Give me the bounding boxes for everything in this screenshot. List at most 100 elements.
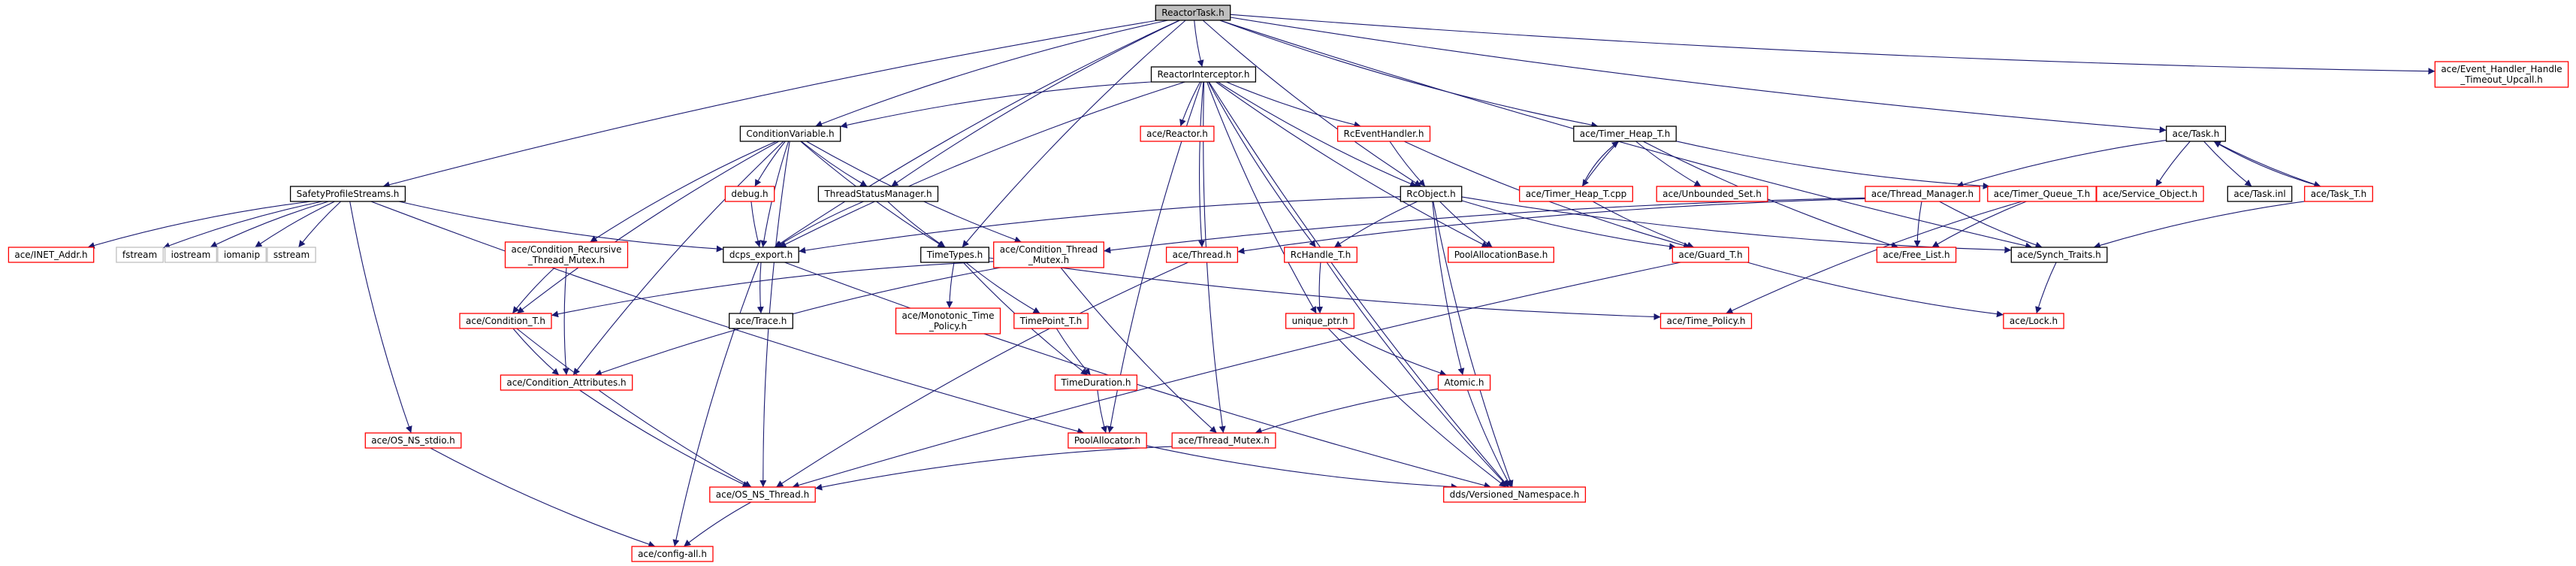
edge-reactor_task-to-synch_traits	[1219, 20, 2033, 250]
node-sstream: sstream	[267, 247, 316, 263]
node-rc-handle-t[interactable]: RcHandle_T.h	[1284, 247, 1357, 263]
node-label: dcps_export.h	[729, 250, 793, 260]
node-timer-heap-t-cpp[interactable]: ace/Timer_Heap_T.cpp	[1519, 186, 1633, 202]
node-dcps-export[interactable]: dcps_export.h	[723, 247, 799, 263]
node-label: ace/OS_NS_stdio.h	[371, 435, 455, 446]
node-task-t[interactable]: ace/Task_T.h	[2304, 186, 2373, 202]
node-label: ace/Task.inl	[2233, 189, 2285, 199]
edge-atomic_h-to-versioned_namespace	[1466, 389, 1511, 488]
node-timepoint-t[interactable]: TimePoint_T.h	[1013, 313, 1089, 329]
node-label: sstream	[273, 250, 310, 260]
node-condition-t[interactable]: ace/Condition_T.h	[459, 313, 552, 329]
node-unbounded-set[interactable]: ace/Unbounded_Set.h	[1656, 186, 1768, 202]
node-safety-profile-streams[interactable]: SafetyProfileStreams.h	[289, 186, 406, 202]
node-thread-mutex[interactable]: ace/Thread_Mutex.h	[1171, 432, 1276, 449]
edge-condition_thread_mutex-to-condition_attributes	[594, 267, 1001, 377]
node-label: ace/Trace.h	[735, 316, 787, 326]
node-ace-trace[interactable]: ace/Trace.h	[729, 313, 793, 329]
node-box	[267, 247, 316, 263]
edge-reactor_interceptor-to-ace_reactor	[1179, 81, 1201, 127]
node-reactor-interceptor[interactable]: ReactorInterceptor.h	[1150, 66, 1257, 83]
edge-rc_event_handler-to-rc_object	[1389, 141, 1426, 187]
edge-os_ns_thread-to-config_all	[683, 501, 752, 547]
edge-rc_handle_t-to-unique_ptr	[1316, 262, 1323, 314]
node-os-ns-stdio[interactable]: ace/OS_NS_stdio.h	[364, 432, 462, 449]
edge-timer_heap_t-to-unbounded_set	[1635, 141, 1702, 187]
edge-os_ns_stdio-to-config_all	[430, 447, 656, 548]
node-os-ns-thread[interactable]: ace/OS_NS_Thread.h	[709, 486, 816, 503]
node-config-all[interactable]: ace/config-all.h	[631, 546, 714, 562]
node-ace-thread[interactable]: ace/Thread.h	[1165, 247, 1239, 263]
node-condition-variable[interactable]: ConditionVariable.h	[739, 126, 841, 142]
node-condition-attributes[interactable]: ace/Condition_Attributes.h	[500, 374, 633, 391]
node-guard-t[interactable]: ace/Guard_T.h	[1672, 247, 1750, 263]
node-versioned-namespace[interactable]: dds/Versioned_Namespace.h	[1443, 486, 1587, 503]
node-thread-manager[interactable]: ace/Thread_Manager.h	[1865, 186, 1980, 202]
edge-reactor_task-to-rc_object	[1202, 20, 1422, 187]
node-box	[1155, 5, 1231, 21]
node-label: ReactorTask.h	[1161, 8, 1224, 18]
node-box	[8, 247, 95, 263]
node-box	[1054, 374, 1138, 391]
node-ace-reactor[interactable]: ace/Reactor.h	[1140, 126, 1215, 142]
node-rc-object[interactable]: RcObject.h	[1400, 186, 1463, 202]
edge-safety_profile_streams-to-os_ns_stdio	[349, 201, 412, 434]
edge-condition_variable-to-debug_h	[754, 141, 786, 187]
node-pool-allocator[interactable]: PoolAllocator.h	[1068, 432, 1147, 449]
node-box	[1437, 374, 1491, 391]
edge-reactor_interceptor-to-unique_ptr	[1206, 81, 1317, 314]
node-time-policy[interactable]: ace/Time_Policy.h	[1659, 313, 1753, 329]
node-ace-task[interactable]: ace/Task.h	[2166, 126, 2227, 142]
node-free-list[interactable]: ace/Free_List.h	[1876, 247, 1957, 263]
node-timer-heap-t[interactable]: ace/Timer_Heap_T.h	[1573, 126, 1677, 142]
node-debug-h[interactable]: debug.h	[724, 186, 775, 202]
edge-condition_variable-to-condition_recursive	[590, 141, 777, 243]
edge-rc_object-to-guard_t	[1461, 200, 1677, 250]
node-label: RcHandle_T.h	[1291, 250, 1351, 260]
edge-pool_allocator-to-versioned_namespace	[1146, 445, 1458, 491]
edge-rc_object-to-dcps_export	[799, 196, 1401, 254]
edge-dcps_export-to-ace_trace	[756, 262, 764, 314]
edge-rc_object-to-pool_allocation_base	[1439, 201, 1493, 248]
node-pool-allocation-base[interactable]: PoolAllocationBase.h	[1448, 247, 1554, 263]
node-condition-recursive[interactable]: ace/Condition_Recursive_Thread_Mutex.h	[504, 241, 629, 268]
edge-rc_object-to-synch_traits	[1461, 196, 2012, 254]
node-timer-queue-t[interactable]: ace/Timer_Queue_T.h	[1987, 186, 2097, 202]
node-monotonic-time-policy[interactable]: ace/Monotonic_Time_Policy.h	[895, 307, 1001, 334]
node-label: _Thread_Mutex.h	[527, 255, 605, 265]
edge-thread_status_manager-to-dcps_export	[775, 201, 864, 248]
node-box	[1013, 313, 1089, 329]
node-label: ConditionVariable.h	[746, 129, 834, 139]
edge-thread_mutex-to-os_ns_thread	[815, 446, 1173, 491]
node-time-duration[interactable]: TimeDuration.h	[1054, 374, 1138, 391]
edge-reactor_task-to-dcps_export	[774, 20, 1180, 248]
edge-timer_heap_t_cpp-to-guard_t	[1592, 201, 1695, 249]
node-event-handler-timeout[interactable]: ace/Event_Handler_Handle_Timeout_Upcall.…	[2434, 61, 2569, 88]
node-rc-event-handler[interactable]: RcEventHandler.h	[1336, 126, 1431, 142]
node-service-object[interactable]: ace/Service_Object.h	[2096, 186, 2204, 202]
node-label: _Policy.h	[929, 321, 967, 331]
node-synch-traits[interactable]: ace/Synch_Traits.h	[2010, 247, 2108, 263]
node-thread-status-manager[interactable]: ThreadStatusManager.h	[817, 186, 939, 202]
node-box	[1672, 247, 1750, 263]
edge-ace_task-to-task_t	[2213, 141, 2321, 188]
edge-task_t-to-synch_traits	[2093, 201, 2305, 249]
node-time-types[interactable]: TimeTypes.h	[920, 247, 989, 263]
edge-rc_object-to-versioned_namespace	[1433, 201, 1514, 488]
node-inet-addr[interactable]: ace/INET_Addr.h	[8, 247, 95, 263]
node-task-inl[interactable]: ace/Task.inl	[2227, 186, 2293, 202]
edge-reactor_interceptor-to-condition_variable	[840, 81, 1152, 129]
node-ace-lock[interactable]: ace/Lock.h	[2003, 313, 2064, 329]
edge-atomic_h-to-thread_mutex	[1255, 388, 1439, 434]
edge-safety_profile_streams-to-inet_addr	[87, 201, 312, 249]
node-label: TimeTypes.h	[926, 250, 983, 260]
node-fstream: fstream	[116, 247, 164, 263]
node-unique-ptr[interactable]: unique_ptr.h	[1285, 313, 1354, 329]
node-condition-thread-mutex[interactable]: ace/Condition_Thread_Mutex.h	[993, 241, 1104, 268]
edge-condition_thread_mutex-to-condition_t	[551, 261, 994, 318]
edge-condition_t-to-condition_attributes	[512, 328, 560, 376]
edge-safety_profile_streams-to-dcps_export	[398, 201, 723, 253]
node-box	[2304, 186, 2373, 202]
node-atomic-h[interactable]: Atomic.h	[1437, 374, 1491, 391]
node-box	[164, 247, 217, 263]
